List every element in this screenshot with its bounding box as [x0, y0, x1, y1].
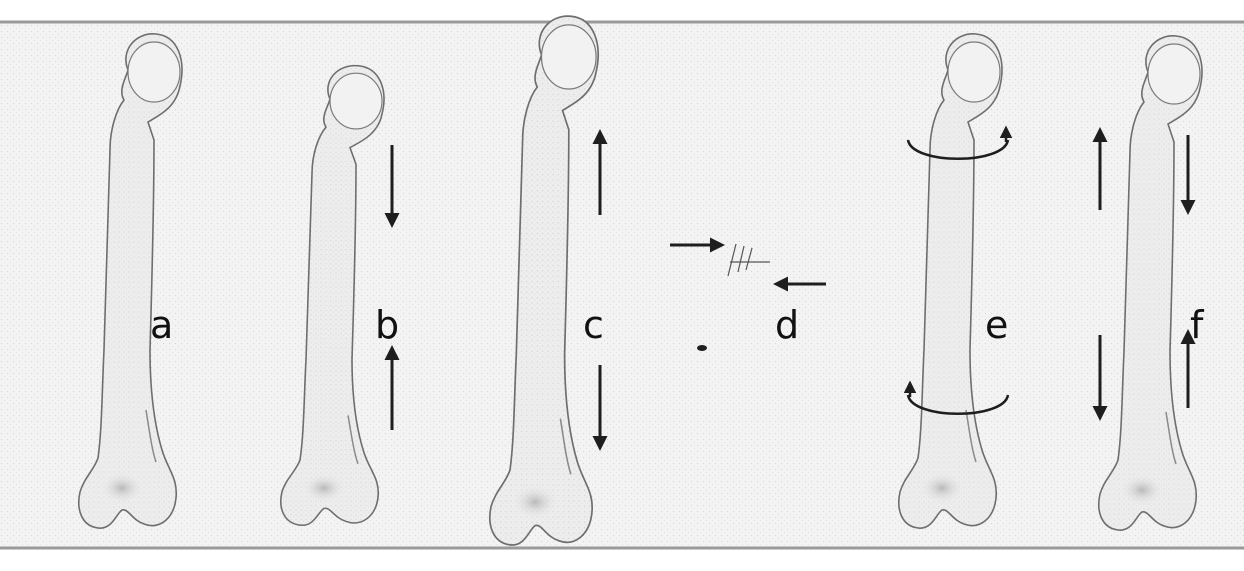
- background-band: [0, 22, 1244, 548]
- panel-label-d: d: [775, 303, 799, 347]
- panel-label-b: b: [375, 303, 399, 347]
- panel-label-c: c: [583, 303, 604, 347]
- bone-fragment: [697, 345, 707, 351]
- panel-label-a: a: [150, 303, 173, 347]
- panel-label-f: f: [1190, 303, 1205, 347]
- panel-label-e: e: [985, 303, 1008, 347]
